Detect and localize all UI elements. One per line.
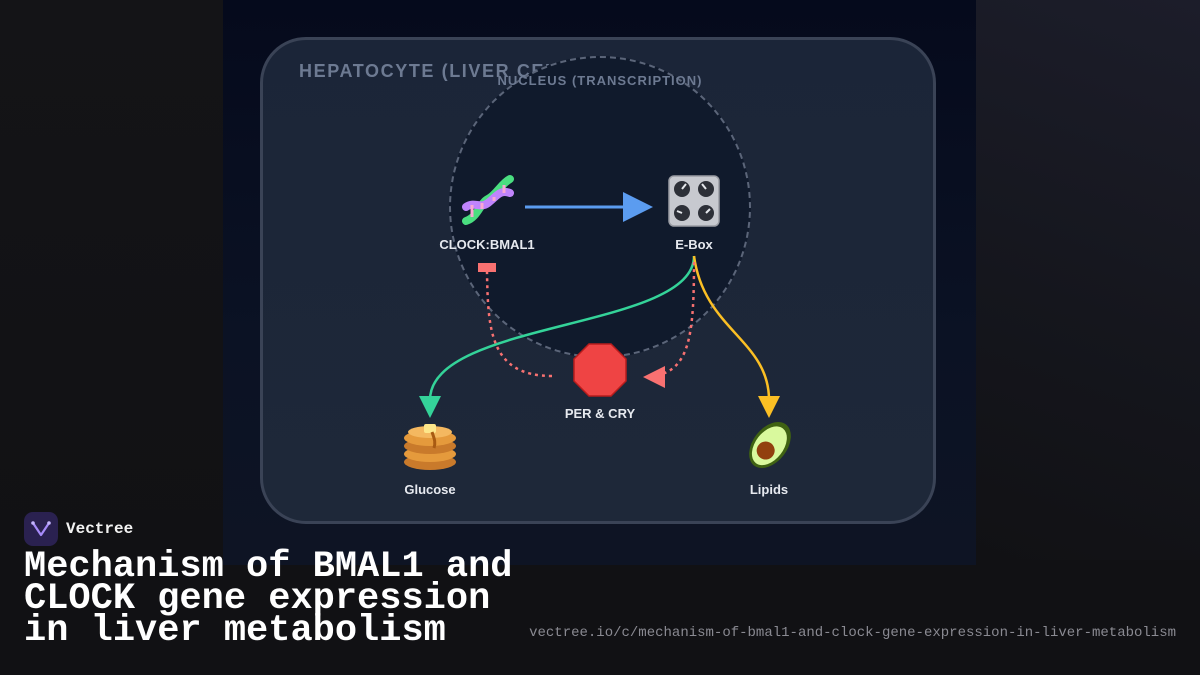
page-title: Mechanism of BMAL1 and CLOCK gene expres… [24,546,513,652]
lipids-arrowhead [758,396,780,418]
activation-arrowhead [623,192,653,222]
dna-icon [458,173,516,229]
brand: Vectree [24,512,133,546]
cell-title: HEPATOCYTE (LIVER CELL) [299,61,578,81]
per-cry-induction [661,261,696,376]
lipids-pathway [692,255,771,401]
clock-bmal1-label: CLOCK:BMAL1 [439,237,535,252]
vectree-logo-icon [24,512,58,546]
glucose-pathway [428,255,696,401]
background-right [976,0,1200,560]
inhibition-bar [478,263,496,272]
e-box-label: E-Box [675,237,713,252]
stop-sign-icon [573,343,627,397]
pancakes-icon [402,418,458,472]
glucose-label: Glucose [404,482,456,497]
per-cry-label: PER & CRY [564,406,636,421]
glucose-arrowhead [419,396,441,418]
avocado-icon [742,418,798,472]
nucleus-title: NUCLEUS (TRANSCRIPTION) [497,73,703,88]
lipids-label: Lipids [749,482,789,497]
control-knobs-icon [668,175,720,227]
feedback-inhibition [485,271,553,378]
per-cry-arrowhead [643,366,665,388]
background-left [0,0,223,560]
brand-name: Vectree [66,520,134,538]
source-url[interactable]: vectree.io/c/mechanism-of-bmal1-and-cloc… [529,625,1176,641]
